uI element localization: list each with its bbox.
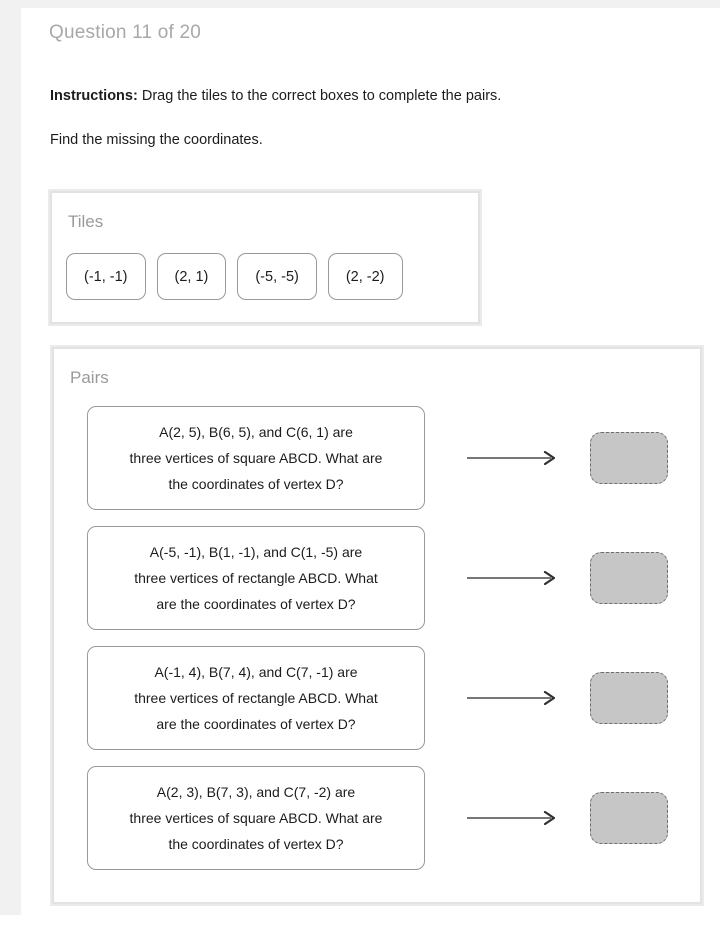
pair-prompt: A(2, 3), B(7, 3), and C(7, -2) are three… xyxy=(87,766,425,870)
page-title: Question 11 of 20 xyxy=(49,22,201,43)
task-prompt: Find the missing the coordinates. xyxy=(50,132,263,148)
pair-prompt-line: are the coordinates of vertex D? xyxy=(156,596,356,612)
tiles-row: (-1, -1) (2, 1) (-5, -5) (2, -2) xyxy=(66,253,403,300)
instructions-line: Instructions: Drag the tiles to the corr… xyxy=(50,88,501,104)
dropzone[interactable] xyxy=(590,432,668,484)
pair-row: A(-5, -1), B(1, -1), and C(1, -5) are th… xyxy=(54,526,700,646)
pair-prompt-line: three vertices of rectangle ABCD. What xyxy=(134,690,378,706)
arrow-right-icon xyxy=(467,811,556,825)
pair-prompt-line: three vertices of square ABCD. What are xyxy=(129,450,383,466)
tile[interactable]: (2, -2) xyxy=(327,253,403,300)
pair-prompt: A(-5, -1), B(1, -1), and C(1, -5) are th… xyxy=(87,526,425,630)
left-gutter-band xyxy=(0,0,21,915)
tiles-heading: Tiles xyxy=(68,212,104,231)
pair-prompt: A(2, 5), B(6, 5), and C(6, 1) are three … xyxy=(87,406,425,510)
dropzone[interactable] xyxy=(590,792,668,844)
pairs-list: A(2, 5), B(6, 5), and C(6, 1) are three … xyxy=(54,406,700,886)
dropzone[interactable] xyxy=(590,552,668,604)
pairs-panel: Pairs A(2, 5), B(6, 5), and C(6, 1) are … xyxy=(50,345,704,906)
pair-prompt-line: the coordinates of vertex D? xyxy=(168,476,344,492)
tile[interactable]: (-5, -5) xyxy=(237,253,317,300)
pair-row: A(2, 5), B(6, 5), and C(6, 1) are three … xyxy=(54,406,700,526)
pair-prompt-line: A(-5, -1), B(1, -1), and C(1, -5) are xyxy=(149,544,363,560)
arrow-right-icon xyxy=(467,571,556,585)
instructions-text: Drag the tiles to the correct boxes to c… xyxy=(141,88,502,104)
dropzone[interactable] xyxy=(590,672,668,724)
pair-prompt-line: three vertices of square ABCD. What are xyxy=(129,810,383,826)
pair-prompt-line: are the coordinates of vertex D? xyxy=(156,716,356,732)
tile[interactable]: (2, 1) xyxy=(156,253,227,300)
pair-row: A(-1, 4), B(7, 4), and C(7, -1) are thre… xyxy=(54,646,700,766)
pair-prompt-line: A(-1, 4), B(7, 4), and C(7, -1) are xyxy=(154,664,358,680)
arrow-right-icon xyxy=(467,451,556,465)
pair-prompt-line: A(2, 3), B(7, 3), and C(7, -2) are xyxy=(156,784,356,800)
instructions-label: Instructions: xyxy=(50,88,138,104)
arrow-right-icon xyxy=(467,691,556,705)
pair-row: A(2, 3), B(7, 3), and C(7, -2) are three… xyxy=(54,766,700,886)
tile[interactable]: (-1, -1) xyxy=(66,253,146,300)
pair-prompt-line: three vertices of rectangle ABCD. What xyxy=(134,570,378,586)
pairs-heading: Pairs xyxy=(70,368,109,387)
question-card: Question 11 of 20 Instructions: Drag the… xyxy=(21,8,720,915)
pair-prompt: A(-1, 4), B(7, 4), and C(7, -1) are thre… xyxy=(87,646,425,750)
tiles-panel: Tiles (-1, -1) (2, 1) (-5, -5) (2, -2) xyxy=(48,189,482,326)
pair-prompt-line: A(2, 5), B(6, 5), and C(6, 1) are xyxy=(159,424,353,440)
pair-prompt-line: the coordinates of vertex D? xyxy=(168,836,344,852)
top-gutter-band xyxy=(0,0,720,8)
